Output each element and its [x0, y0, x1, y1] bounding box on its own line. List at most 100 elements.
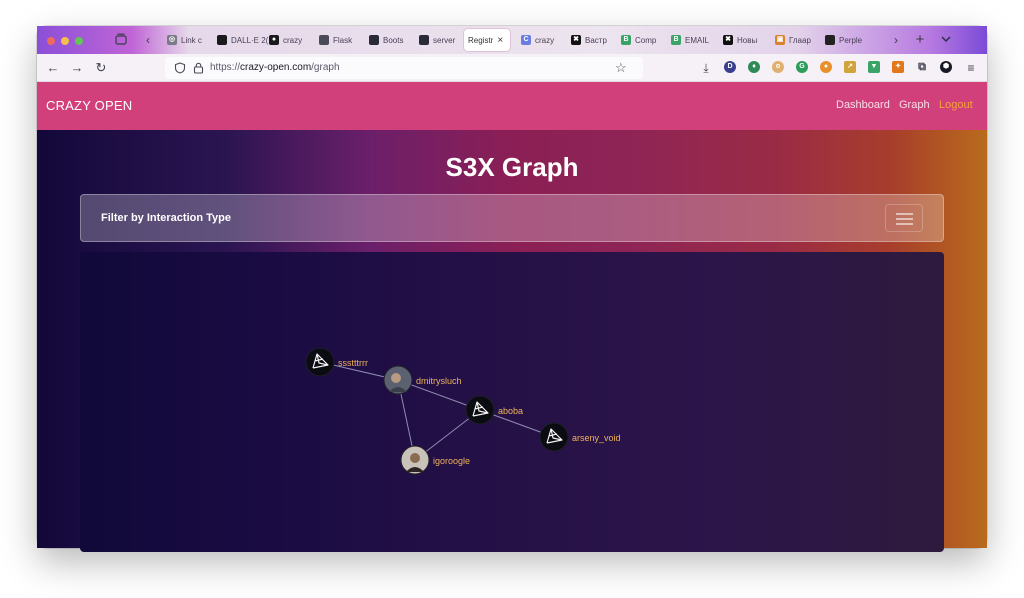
downloads-icon[interactable]: ⤓ [703, 61, 709, 75]
globe-icon: ◎ [167, 35, 177, 45]
tab-5[interactable]: server [415, 29, 461, 51]
network-graph[interactable]: ssstttrrr dmitrysluch aboba arseny_voidigor… [80, 252, 944, 552]
page-title: S3X Graph [445, 152, 579, 182]
b-icon: B [671, 35, 681, 45]
server-icon [419, 35, 429, 45]
table-icon [319, 35, 329, 45]
tab-12[interactable]: ▣Глаар [771, 29, 817, 51]
tab-0[interactable]: ◎ Link c [163, 29, 209, 51]
new-tab-icon[interactable]: + [915, 31, 925, 48]
back-icon[interactable]: ← [46, 60, 60, 75]
tab-11[interactable]: ✖Новы [719, 29, 767, 51]
close-window-button[interactable] [47, 37, 55, 45]
extension-badge-icon[interactable]: ↗ [844, 61, 856, 73]
graph-node-dmitrysluch[interactable]: dmitrysluch [383, 365, 462, 395]
hamburger-line [896, 223, 913, 225]
tab-bar: ‹ ◎ Link c DALL·E 2(● crazy Flask Boots server… [37, 26, 987, 54]
tab-3[interactable]: Flask [315, 29, 361, 51]
graph-node-igoroogle[interactable]: igoroogle [400, 445, 470, 475]
tab-9[interactable]: B Comp [617, 29, 663, 51]
graph-node-arseny_void[interactable]: arseny_void [539, 422, 621, 452]
tab-label: Perple [839, 35, 863, 45]
x-icon: ✖ [571, 35, 581, 45]
logo-avatar-icon [539, 422, 569, 452]
openai-icon [217, 35, 227, 45]
menu-hamburger-icon[interactable]: ≡ [967, 61, 975, 75]
b-icon: B [621, 35, 631, 45]
graph-edge [397, 379, 481, 411]
nav-link-dashboard[interactable]: Dashboard [836, 99, 890, 111]
logo-mark-icon [472, 401, 489, 417]
tab-8[interactable]: ✖ Вастр [567, 29, 613, 51]
bootstrap-icon [369, 35, 379, 45]
tab-4[interactable]: Boots [365, 29, 411, 51]
logo-avatar-icon [465, 395, 495, 425]
tabs-scroll-left-icon[interactable]: ‹ [146, 33, 150, 47]
tab-label: Flask [333, 35, 353, 45]
graph-node-label: dmitrysluch [416, 376, 462, 386]
tab-label: Вастр [585, 35, 607, 45]
address-bar[interactable]: https://crazy-open.com/graph ☆ [165, 57, 643, 79]
perplexity-icon [825, 35, 835, 45]
url-text[interactable]: https://crazy-open.com/graph [210, 62, 340, 73]
site-brand[interactable]: CRAZY OPEN [46, 98, 133, 113]
logo-avatar-icon [305, 347, 335, 377]
extension-vpn-icon[interactable]: ▼ [868, 61, 880, 73]
lock-icon[interactable] [193, 62, 204, 74]
tab-1[interactable]: DALL·E 2( [213, 29, 268, 51]
extension-hex-icon[interactable]: ⬢ [940, 61, 952, 73]
minimize-window-button[interactable] [61, 37, 69, 45]
hamburger-line [896, 213, 913, 215]
tab-label: crazy [283, 35, 303, 45]
face-icon [391, 373, 401, 383]
close-tab-icon[interactable]: × [497, 34, 504, 46]
tabs-scroll-right-icon[interactable]: › [894, 33, 898, 47]
extension-d-icon[interactable]: D [724, 61, 736, 73]
graph-node-label: ssstttrrr [338, 358, 368, 368]
tab-label: Comp [635, 35, 657, 45]
bookmark-star-icon[interactable]: ☆ [615, 60, 627, 75]
logo-mark-icon [546, 428, 563, 444]
tab-label: crazy [535, 35, 555, 45]
extensions-puzzle-icon[interactable]: ⧉ [918, 61, 926, 73]
github-icon: ● [269, 35, 279, 45]
nav-link-graph[interactable]: Graph [899, 99, 930, 111]
shoulders-icon [406, 467, 424, 472]
tab-label: Link c [181, 35, 202, 45]
extension-owl-icon[interactable]: o [772, 61, 784, 73]
tab-2[interactable]: ● crazy [265, 29, 311, 51]
filter-label: Filter by Interaction Type [101, 212, 231, 224]
url-path: /graph [311, 62, 340, 73]
tab-label: Boots [383, 35, 404, 45]
extension-shield-green-icon[interactable]: ♦ [748, 61, 760, 73]
image-icon: ▣ [775, 35, 785, 45]
zoom-window-button[interactable] [75, 37, 83, 45]
tab-label: DALL·E 2( [231, 35, 269, 45]
forward-icon[interactable]: → [70, 60, 84, 75]
extension-cookie-icon[interactable]: ● [820, 61, 832, 73]
graph-node-aboba[interactable]: aboba [465, 395, 523, 425]
tab-13[interactable]: Perple [821, 29, 867, 51]
shield-icon[interactable] [174, 62, 186, 74]
filter-toggle-button[interactable] [885, 204, 923, 232]
metamask-icon[interactable]: ✦ [892, 61, 904, 73]
tab-label: Новы [737, 35, 758, 45]
tab-overview-icon[interactable] [114, 33, 128, 47]
grammarly-icon[interactable]: G [796, 61, 808, 73]
face-icon [410, 453, 420, 463]
nav-link-logout[interactable]: Logout [939, 99, 973, 111]
reload-icon[interactable]: ↻ [95, 60, 107, 75]
graph-node-label: arseny_void [572, 433, 621, 443]
site-header: CRAZY OPEN Dashboard Graph Logout [37, 82, 987, 130]
page-content: CRAZY OPEN Dashboard Graph Logout S3X Gr… [37, 82, 987, 552]
tab-6[interactable]: Registr× [464, 29, 510, 51]
graph-node-label: igoroogle [433, 456, 470, 466]
graph-node-label: aboba [498, 406, 523, 416]
graph-node-sssttrrr[interactable]: ssstttrrr [305, 347, 368, 377]
list-all-tabs-icon[interactable] [939, 33, 953, 47]
logo-mark-icon [312, 353, 329, 369]
